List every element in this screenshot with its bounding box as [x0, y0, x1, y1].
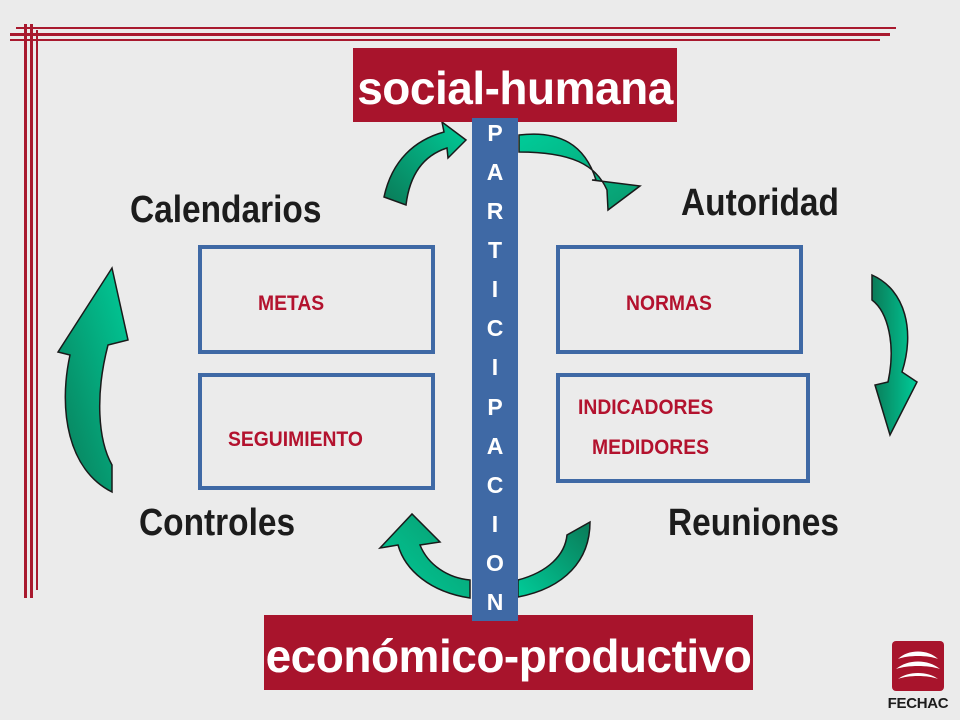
arrow-top-right	[518, 133, 642, 212]
participacion-letter: T	[487, 237, 503, 264]
frame-line-left-1	[24, 24, 27, 598]
arrow-bottom-left	[377, 512, 471, 599]
frame-line-left-3	[36, 30, 38, 590]
box-normas	[556, 245, 803, 354]
participacion-letter: I	[491, 510, 499, 537]
box-normas-text: NORMAS	[626, 292, 712, 315]
fechac-logo: FECHAC	[884, 637, 952, 715]
box-seguimiento-text: SEGUIMIENTO	[228, 428, 363, 451]
box-metas	[198, 245, 435, 354]
label-reuniones: Reuniones	[668, 502, 839, 544]
frame-line-top-2	[10, 39, 880, 41]
arrow-right	[871, 273, 918, 438]
participacion-letter: C	[486, 471, 504, 498]
arrow-top-left	[383, 120, 468, 207]
arrow-bottom-right	[517, 520, 591, 598]
participacion-letter: A	[486, 159, 504, 186]
box-metas-text: METAS	[258, 292, 325, 315]
participacion-vertical-bar: P A R T I C I P A C I O N	[472, 118, 518, 621]
label-autoridad: Autoridad	[681, 182, 839, 224]
participacion-letter: I	[491, 354, 499, 381]
label-controles: Controles	[139, 502, 296, 544]
box-indicadores	[556, 373, 810, 483]
participacion-letter: I	[491, 276, 499, 303]
participacion-letter: N	[486, 588, 504, 615]
box-indicadores-line1: INDICADORES	[578, 396, 714, 419]
participacion-letter: R	[486, 198, 504, 225]
participacion-letter: C	[486, 315, 504, 342]
fechac-logo-text: FECHAC	[887, 695, 949, 712]
participacion-letter: O	[486, 549, 504, 576]
banner-social-humana: social-humana	[353, 48, 677, 122]
participacion-letter: P	[487, 393, 503, 420]
arrow-left	[56, 266, 129, 494]
box-seguimiento	[198, 373, 435, 490]
box-indicadores-line2: MEDIDORES	[592, 436, 710, 459]
fechac-logo-mark	[892, 641, 944, 691]
frame-line-left-2	[30, 24, 33, 598]
label-calendarios: Calendarios	[130, 189, 322, 231]
participacion-letter: P	[487, 120, 503, 146]
frame-line-top-1	[10, 33, 890, 36]
frame-line-top-3	[16, 27, 896, 29]
banner-economico-productivo: económico-productivo	[264, 615, 753, 690]
participacion-letter: A	[486, 432, 504, 459]
